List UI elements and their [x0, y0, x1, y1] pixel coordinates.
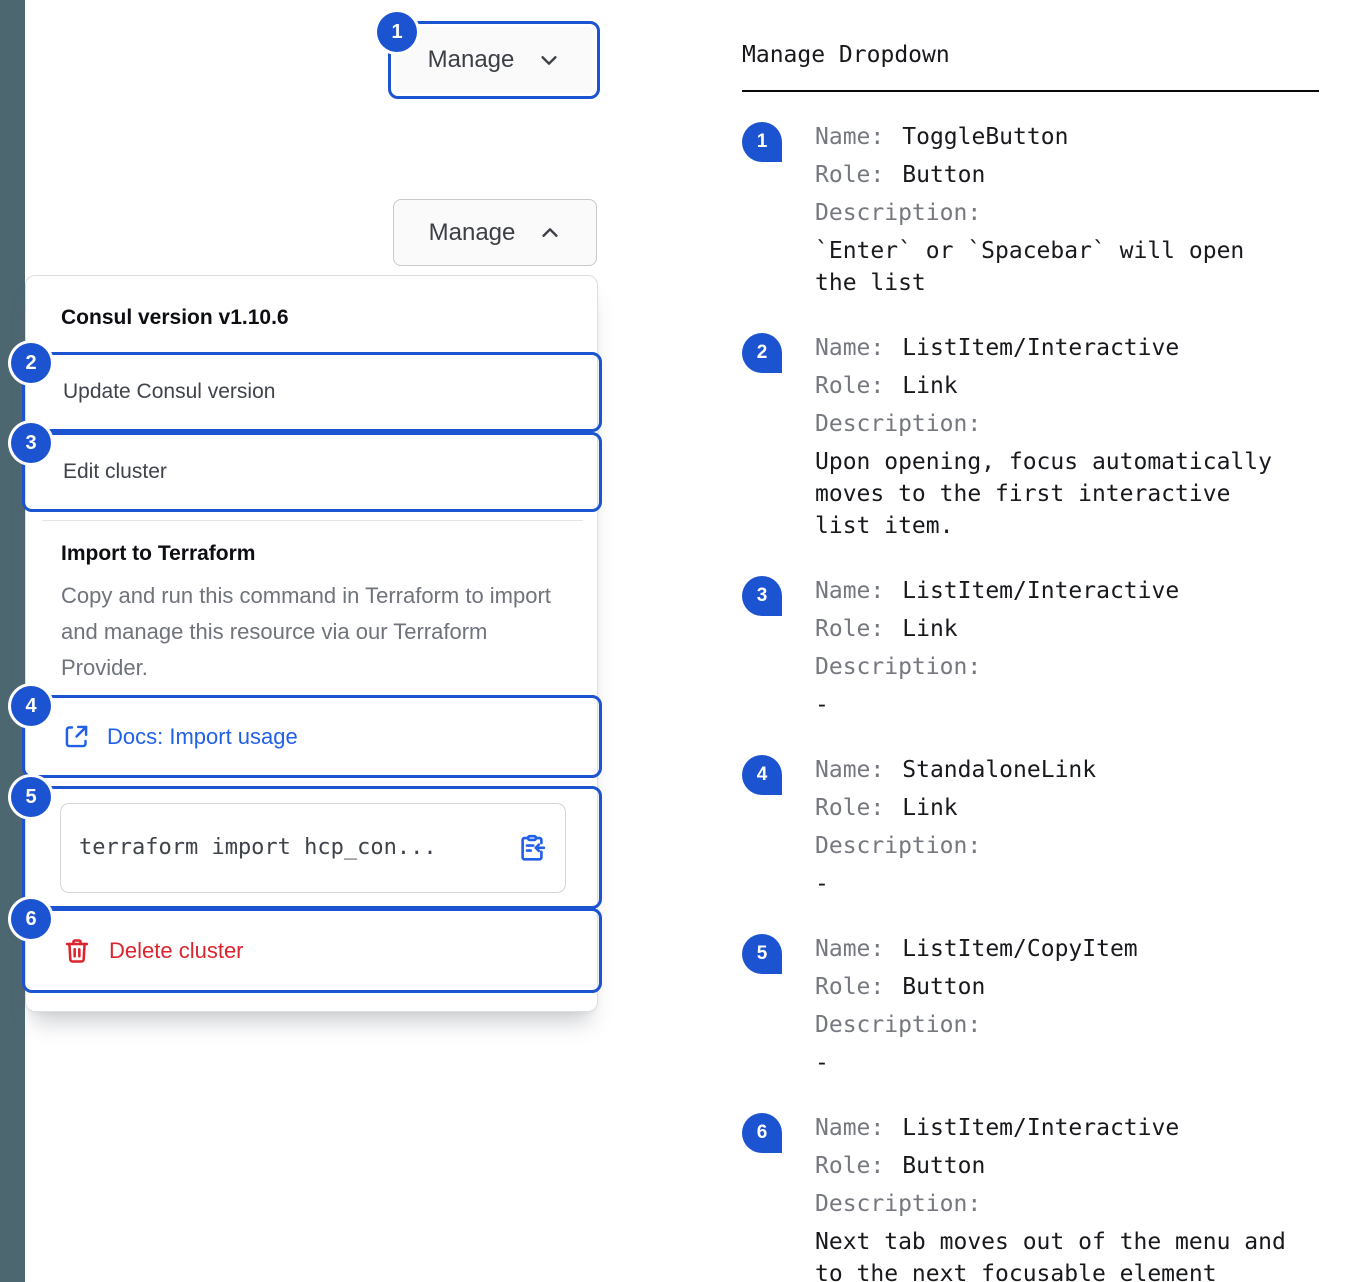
role-label: Role: — [815, 1153, 885, 1179]
name-value: ListItem/Interactive — [902, 335, 1180, 361]
chevron-up-icon — [542, 227, 558, 237]
consul-version-title: Consul version v1.10.6 — [61, 306, 289, 329]
annotation-badge-6: 6 — [11, 899, 51, 939]
annotation-highlight-3: Edit cluster 3 — [11, 423, 602, 512]
import-terraform-description: Copy and run this command in Terraform t… — [61, 583, 551, 680]
name-label: Name: — [815, 578, 885, 604]
description-value: Next tab moves out of the menu and to th… — [815, 1229, 1286, 1282]
role-label: Role: — [815, 795, 885, 821]
left-edge-bar — [0, 0, 25, 1282]
legend-badge-6: 6 — [742, 1113, 782, 1153]
annotation-highlight-5: terraform import hcp_con... 5 — [11, 777, 602, 909]
trash-icon — [65, 938, 89, 963]
legend-entry-4: 4 Name: StandaloneLink Role: Link Descript… — [742, 751, 1320, 900]
edit-cluster-label: Edit cluster — [63, 460, 167, 483]
role-label: Role: — [815, 616, 885, 642]
description-label: Description: — [815, 411, 982, 437]
description-value: - — [815, 871, 829, 897]
description-value: Upon opening, focus automatically moves … — [815, 449, 1272, 539]
legend-entry-3: 3 Name: ListItem/Interactive Role: Link De… — [742, 572, 1320, 721]
role-label: Role: — [815, 162, 885, 188]
role-label: Role: — [815, 373, 885, 399]
terraform-import-copy-item: terraform import hcp_con... — [25, 789, 599, 906]
external-link-icon — [65, 725, 88, 748]
name-value: ListItem/Interactive — [902, 1115, 1180, 1141]
import-terraform-title: Import to Terraform — [61, 542, 256, 565]
description-label: Description: — [815, 1191, 982, 1217]
manage-dropdown-panel: Consul version v1.10.6 Update Consul ver… — [11, 275, 602, 1012]
annotation-badge-5: 5 — [11, 777, 51, 817]
name-label: Name: — [815, 936, 885, 962]
role-value: Link — [902, 795, 958, 821]
annotation-badge-1: 1 — [377, 12, 417, 52]
name-value: ToggleButton — [902, 124, 1069, 150]
name-value: ListItem/Interactive — [902, 578, 1180, 604]
annotation-highlight-1: Manage 1 — [377, 12, 600, 99]
role-value: Button — [902, 162, 986, 188]
role-value: Button — [902, 974, 986, 1000]
chevron-down-icon — [541, 56, 557, 65]
legend-badge-5: 5 — [742, 934, 782, 974]
legend-entry-2: 2 Name: ListItem/Interactive Role: Link De… — [742, 329, 1320, 542]
docs-import-usage-label: Docs: Import usage — [107, 723, 298, 749]
legend-badge-1: 1 — [742, 122, 782, 162]
annotation-badge-4: 4 — [11, 686, 51, 726]
edit-cluster-item[interactable]: Edit cluster — [25, 435, 599, 509]
legend-rule — [742, 90, 1319, 92]
legend-entry-6: 6 Name:ListItem/Interactive Role:Button … — [742, 1109, 1320, 1282]
name-label: Name: — [815, 335, 885, 361]
legend-badge-2: 2 — [742, 333, 782, 373]
role-value: Button — [902, 1153, 986, 1179]
copy-command-button[interactable] — [517, 833, 547, 863]
manage-toggle-button-closed[interactable]: Manage — [394, 27, 594, 93]
delete-cluster-item[interactable]: Delete cluster — [25, 911, 599, 990]
delete-cluster-label: Delete cluster — [109, 937, 244, 963]
name-label: Name: — [815, 1115, 885, 1141]
manage-button-label: Manage — [427, 46, 515, 73]
name-value: ListItem/CopyItem — [902, 936, 1138, 962]
legend-badge-3: 3 — [742, 576, 782, 616]
role-value: Link — [902, 373, 958, 399]
name-label: Name: — [815, 757, 885, 783]
terraform-import-command: terraform import hcp_con... — [79, 835, 437, 860]
legend-list: 1 Name: ToggleButton Role: Button Descript… — [742, 118, 1320, 1282]
description-label: Description: — [815, 200, 982, 226]
description-value: - — [815, 692, 829, 718]
annotation-highlight-4: Docs: Import usage 4 — [11, 686, 602, 778]
section-divider — [42, 520, 583, 521]
legend-badge-4: 4 — [742, 755, 782, 795]
description-label: Description: — [815, 833, 982, 859]
docs-import-usage-link[interactable]: Docs: Import usage — [25, 698, 599, 775]
legend-column: Manage Dropdown 1 Name: ToggleButton Role… — [742, 40, 1320, 1282]
annotation-badge-3: 3 — [11, 423, 51, 463]
manage-toggle-button-open[interactable]: Manage — [393, 199, 597, 266]
update-consul-version-item[interactable]: Update Consul version — [25, 355, 599, 429]
manage-button-label-open: Manage — [428, 218, 516, 246]
description-value: - — [815, 1050, 829, 1076]
description-label: Description: — [815, 1012, 982, 1038]
copy-clipboard-icon — [521, 834, 546, 861]
name-value: StandaloneLink — [902, 757, 1097, 783]
update-consul-version-label: Update Consul version — [63, 380, 276, 403]
description-label: Description: — [815, 654, 982, 680]
annotation-highlight-2: Update Consul version 2 — [11, 343, 602, 432]
legend-entry-1: 1 Name: ToggleButton Role: Button Descript… — [742, 118, 1320, 299]
legend-title: Manage Dropdown — [742, 42, 950, 68]
terraform-import-code-block[interactable]: terraform import hcp_con... — [60, 802, 566, 893]
annotation-badge-2: 2 — [11, 343, 51, 383]
role-label: Role: — [815, 974, 885, 1000]
role-value: Link — [902, 616, 958, 642]
legend-entry-5: 5 Name: ListItem/CopyItem Role: Button Des… — [742, 930, 1320, 1079]
annotation-highlight-6: Delete cluster 6 — [11, 899, 602, 993]
description-value: `Enter` or `Spacebar` will open the list — [815, 238, 1245, 296]
name-label: Name: — [815, 124, 885, 150]
